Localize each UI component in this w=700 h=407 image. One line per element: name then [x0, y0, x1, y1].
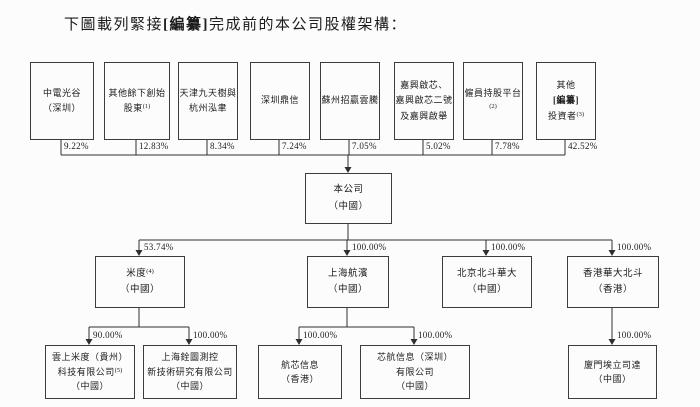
footnote-marker: (3) [576, 110, 585, 118]
subsidiary-region: （中國） [327, 285, 368, 295]
ownership-percentage: 100.00% [491, 242, 526, 252]
ownership-percentage: 7.24% [282, 141, 307, 151]
subsidiary-name: 廈門埃立司達 [583, 359, 641, 370]
shareholder-box: 深圳鼎信 [250, 62, 310, 140]
page-title: 下圖載列緊接[編纂]完成前的本公司股權架構： [64, 13, 407, 34]
subsidiary-box: 米度(4) （中國） [95, 256, 185, 308]
redacted-label: [編纂] [553, 95, 579, 106]
shareholder-box: 其他 [編纂] 投資者(3) [536, 62, 596, 140]
shareholder-name: 蘇州招贏雲騰 [321, 95, 379, 106]
company-region: （中國） [328, 201, 369, 212]
shareholder-name: 投資者 [547, 110, 577, 121]
subsidiary-box: 上海航濱 （中國） [307, 256, 389, 308]
subsidiary-region: （中國） [119, 285, 160, 295]
footnote-marker: (2) [489, 103, 497, 110]
ownership-percentage: 100.00% [418, 330, 453, 340]
company-box: 本公司 （中國） [305, 173, 392, 224]
subsidiary-name: 米度 [126, 268, 147, 279]
subsidiary-name: 科技有限公司 [57, 366, 115, 377]
subsidiary-name: 芯航信息（深圳） 有限公司 [376, 352, 453, 377]
shareholder-name: 天津九天樹與 杭州泓聿 [179, 87, 237, 113]
shareholder-name: 深圳鼎信 [260, 95, 299, 106]
ownership-percentage: 100.00% [617, 330, 652, 340]
title-post: 完成前的本公司股權架構： [209, 17, 408, 33]
subsidiary-name: 上海航濱 [327, 268, 368, 279]
subsidiary-region: （中國） [70, 381, 109, 392]
footnote-marker: (5) [114, 366, 123, 374]
subsidiary-name: 雲上米度（貴州） [51, 352, 128, 363]
shareholder-box: 其他餘下創始 股東(1) [104, 62, 170, 140]
shareholder-box: 中電光谷 （深圳） [30, 62, 94, 140]
subsidiary-box: 芯航信息（深圳） 有限公司 （中國） [360, 345, 470, 399]
subsidiary-region: （中國） [395, 381, 434, 392]
ownership-percentage: 12.83% [139, 141, 169, 151]
ownership-percentage: 9.22% [64, 141, 89, 151]
shareholder-name: 中電光谷 （深圳） [42, 87, 81, 113]
ownership-percentage: 100.00% [352, 242, 387, 252]
ownership-percentage: 53.74% [144, 242, 174, 252]
subsidiary-name: 香港華大北斗 [582, 268, 643, 279]
subsidiary-region: （中國） [466, 285, 507, 295]
shareholder-box: 蘇州招贏雲騰 [320, 62, 380, 140]
subsidiary-name: 航芯信息 [280, 359, 319, 370]
ownership-percentage: 100.00% [193, 330, 228, 340]
subsidiary-box: 上海銓圖測控 新技術研究有限公司 （中國） [143, 345, 237, 399]
subsidiary-box: 雲上米度（貴州） 科技有限公司(5) （中國） [45, 345, 135, 399]
arrowheads [85, 167, 616, 345]
ownership-percentage: 7.78% [495, 141, 520, 151]
shareholder-name: 其他餘下創始 股東 [108, 87, 166, 113]
shareholder-box: 嘉興啟芯、 嘉興啟芯二號 及嘉興啟舉 [394, 62, 454, 140]
subsidiary-box: 香港華大北斗 （香港） [567, 256, 659, 308]
subsidiary-box: 航芯信息 （香港） [258, 345, 342, 399]
ownership-percentage: 7.05% [352, 141, 377, 151]
title-pre: 下圖載列緊接 [64, 17, 164, 33]
subsidiary-box: 北京北斗華大 （中國） [442, 256, 532, 308]
footnote-marker: (4) [146, 267, 154, 275]
ownership-percentage: 42.52% [568, 141, 598, 151]
subsidiary-region: （香港） [592, 285, 633, 295]
subsidiary-region: （香港） [280, 374, 319, 384]
footnote-marker: (1) [142, 103, 151, 110]
subsidiary-box: 廈門埃立司達 （中國） [568, 345, 657, 399]
ownership-percentage: 90.00% [93, 330, 123, 340]
company-name: 本公司 [333, 185, 364, 196]
shareholder-box: 僱員持股平台 (2) [463, 62, 523, 140]
ownership-percentage: 100.00% [303, 330, 338, 340]
subsidiary-name: 上海銓圖測控 新技術研究有限公司 [147, 352, 233, 377]
shareholder-name: 嘉興啟芯、 嘉興啟芯二號 及嘉興啟舉 [395, 80, 453, 121]
subsidiary-region: （中國） [593, 374, 632, 384]
shareholder-name: 僱員持股平台 [464, 87, 522, 98]
subsidiary-name: 北京北斗華大 [456, 268, 517, 279]
title-redacted: [編纂] [163, 17, 210, 33]
shareholder-name: 其他 [556, 80, 576, 91]
subsidiary-region: （中國） [170, 381, 209, 392]
shareholder-box: 天津九天樹與 杭州泓聿 [178, 62, 238, 140]
ownership-percentage: 5.02% [426, 141, 451, 151]
ownership-percentage: 100.00% [617, 242, 652, 252]
ownership-percentage: 8.34% [210, 141, 235, 151]
